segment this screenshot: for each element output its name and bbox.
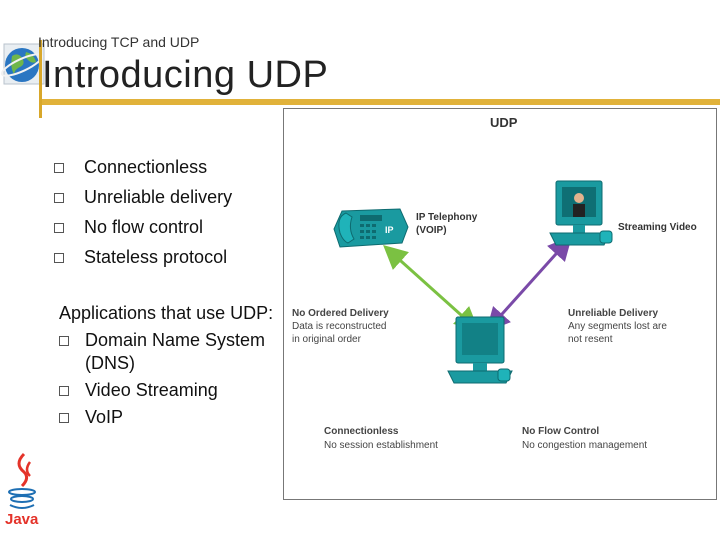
globe-icon [0, 43, 45, 85]
square-bullet-icon [54, 223, 64, 233]
ip-phone-icon: IP [333, 208, 409, 248]
applications-list: Domain Name System (DNS) Video Streaming… [59, 329, 274, 429]
accent-vertical-bar [39, 40, 42, 118]
accent-horizontal-bar [42, 99, 720, 105]
unreliable-delivery-title: Unreliable Delivery [568, 308, 658, 319]
unreliable-delivery-line2: not resent [568, 334, 613, 345]
connectionless-desc: No session establishment [324, 440, 438, 451]
square-bullet-icon [54, 253, 64, 263]
diagram-title: UDP [490, 115, 518, 130]
computer-icon [447, 316, 513, 384]
square-bullet-icon [59, 386, 69, 396]
slide-subtitle: Introducing TCP and UDP [38, 34, 200, 50]
square-bullet-icon [59, 336, 69, 346]
udp-diagram: UDP IP IP Telephony (VOIP) Streaming Vid… [283, 108, 717, 500]
list-item: Stateless protocol [54, 242, 232, 272]
no-ordered-delivery-line1: Data is reconstructed [292, 321, 387, 332]
square-bullet-icon [54, 163, 64, 173]
purple-arrow [485, 236, 573, 332]
unreliable-delivery-line1: Any segments lost are [568, 321, 667, 332]
svg-text:IP: IP [385, 225, 394, 235]
list-item: VoIP [59, 406, 274, 429]
list-item: No flow control [54, 212, 232, 242]
video-computer-icon [549, 180, 613, 246]
slide-title: Introducing UDP [42, 54, 329, 96]
feature-list: Connectionless Unreliable delivery No fl… [54, 152, 232, 272]
voip-label: (VOIP) [416, 225, 447, 236]
no-flow-control-desc: No congestion management [522, 440, 647, 451]
streaming-video-label: Streaming Video [618, 222, 697, 233]
svg-text:Java: Java [5, 511, 39, 528]
square-bullet-icon [59, 413, 69, 423]
list-item: Video Streaming [59, 379, 274, 402]
list-item: Unreliable delivery [54, 182, 232, 212]
java-logo-icon: Java [5, 452, 39, 528]
list-item: Connectionless [54, 152, 232, 182]
connectionless-title: Connectionless [324, 426, 399, 437]
no-ordered-delivery-line2: in original order [292, 334, 362, 345]
applications-section: Applications that use UDP: Domain Name S… [59, 302, 274, 429]
no-flow-control-title: No Flow Control [522, 426, 599, 437]
list-item: Domain Name System (DNS) [59, 329, 274, 375]
ip-telephony-label: IP Telephony [416, 212, 478, 223]
applications-heading: Applications that use UDP: [59, 303, 274, 323]
green-arrow [383, 244, 479, 332]
no-ordered-delivery-title: No Ordered Delivery [292, 308, 389, 319]
square-bullet-icon [54, 193, 64, 203]
